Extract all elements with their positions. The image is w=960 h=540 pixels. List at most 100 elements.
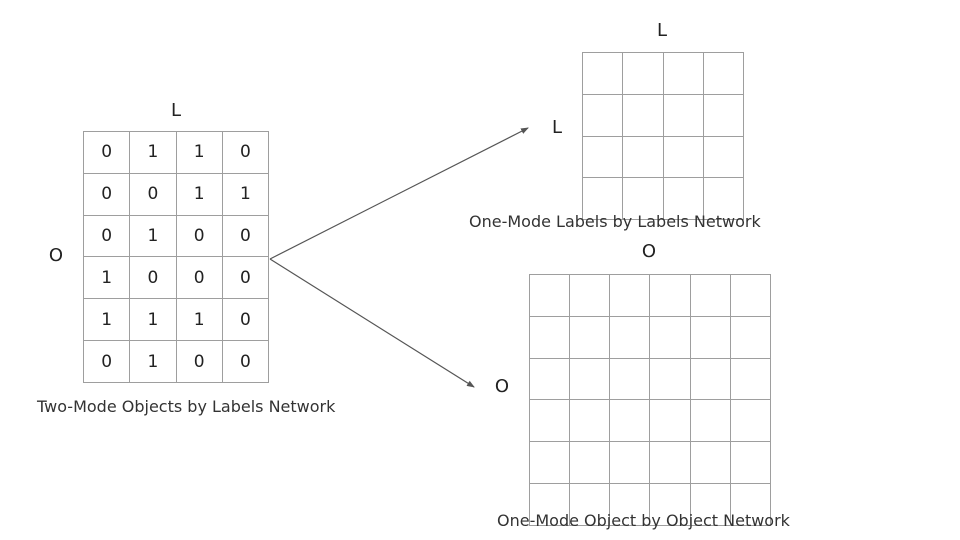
labels-network-row-label: L [551, 117, 563, 138]
object-network-column-label: O [641, 241, 657, 262]
grid-cell [689, 441, 731, 485]
grid-row [581, 93, 745, 137]
matrix-cell: 0 [129, 256, 177, 300]
two-mode-column-label: L [170, 100, 182, 121]
grid-cell [609, 315, 651, 359]
grid-cell [649, 483, 691, 526]
matrix-cell: 0 [175, 256, 223, 300]
grid-cell [609, 274, 651, 317]
grid-row [581, 52, 745, 95]
matrix-cell: 1 [129, 131, 177, 174]
grid-cell [662, 93, 704, 137]
grid-cell [569, 274, 611, 317]
grid-cell [702, 177, 745, 220]
grid-cell [702, 135, 745, 179]
labels-network-column-label: L [656, 20, 668, 41]
grid-cell [649, 357, 691, 401]
grid-cell [689, 315, 731, 359]
grid-cell [649, 315, 691, 359]
grid-cell [662, 52, 704, 95]
matrix-cell: 1 [82, 298, 131, 342]
grid-cell [528, 274, 571, 317]
matrix-cell: 1 [82, 256, 131, 300]
grid-cell [729, 441, 772, 485]
grid-cell [649, 399, 691, 443]
grid-cell [609, 399, 651, 443]
matrix-cell: 0 [221, 131, 270, 174]
grid-cell [729, 483, 772, 526]
grid-cell [689, 357, 731, 401]
grid-cell [528, 399, 571, 443]
arrow-to-object-network [269, 258, 475, 388]
matrix-cell: 1 [221, 172, 270, 216]
arrow-to-labels-network [269, 127, 529, 260]
matrix-cell: 0 [129, 172, 177, 216]
object-by-object-matrix [528, 274, 772, 526]
grid-cell [729, 399, 772, 443]
grid-row [528, 274, 772, 317]
two-mode-row-label: O [48, 245, 64, 266]
matrix-cell: 1 [129, 214, 177, 258]
matrix-cell: 0 [175, 340, 223, 383]
grid-row [528, 483, 772, 526]
grid-cell [622, 135, 664, 179]
grid-cell [528, 441, 571, 485]
matrix-cell: 1 [175, 172, 223, 216]
grid-row [528, 441, 772, 485]
grid-cell [528, 357, 571, 401]
grid-cell [689, 483, 731, 526]
grid-row [528, 315, 772, 359]
matrix-cell: 0 [221, 256, 270, 300]
grid-cell [569, 399, 611, 443]
grid-cell [622, 177, 664, 220]
matrix-cell: 0 [82, 172, 131, 216]
matrix-cell: 0 [82, 340, 131, 383]
matrix-cell: 1 [129, 298, 177, 342]
labels-network-caption: One-Mode Labels by Labels Network [469, 212, 761, 231]
grid-cell [649, 274, 691, 317]
grid-cell [609, 357, 651, 401]
grid-cell [581, 135, 624, 179]
matrix-cell: 1 [175, 131, 223, 174]
grid-cell [702, 93, 745, 137]
two-mode-caption: Two-Mode Objects by Labels Network [37, 397, 336, 416]
grid-cell [581, 177, 624, 220]
grid-cell [689, 399, 731, 443]
grid-row [581, 177, 745, 220]
object-network-row-label: O [494, 376, 510, 397]
grid-cell [569, 441, 611, 485]
grid-cell [622, 52, 664, 95]
matrix-cell: 1 [129, 340, 177, 383]
grid-cell [622, 93, 664, 137]
grid-cell [569, 315, 611, 359]
grid-cell [649, 441, 691, 485]
grid-cell [581, 93, 624, 137]
grid-cell [569, 357, 611, 401]
matrix-cell: 0 [175, 214, 223, 258]
grid-cell [609, 441, 651, 485]
grid-cell [729, 357, 772, 401]
grid-cell [609, 483, 651, 526]
labels-by-labels-matrix [581, 52, 745, 220]
grid-cell [581, 52, 624, 95]
matrix-cell: 1 [175, 298, 223, 342]
matrix-cell: 0 [221, 214, 270, 258]
matrix-cell: 0 [82, 131, 131, 174]
grid-row [528, 357, 772, 401]
grid-cell [729, 315, 772, 359]
grid-cell [702, 52, 745, 95]
grid-row [581, 135, 745, 179]
matrix-cell: 0 [82, 214, 131, 258]
grid-cell [528, 483, 571, 526]
grid-cell [689, 274, 731, 317]
grid-cell [729, 274, 772, 317]
object-network-caption: One-Mode Object by Object Network [497, 511, 790, 530]
matrix-cell: 0 [221, 340, 270, 383]
